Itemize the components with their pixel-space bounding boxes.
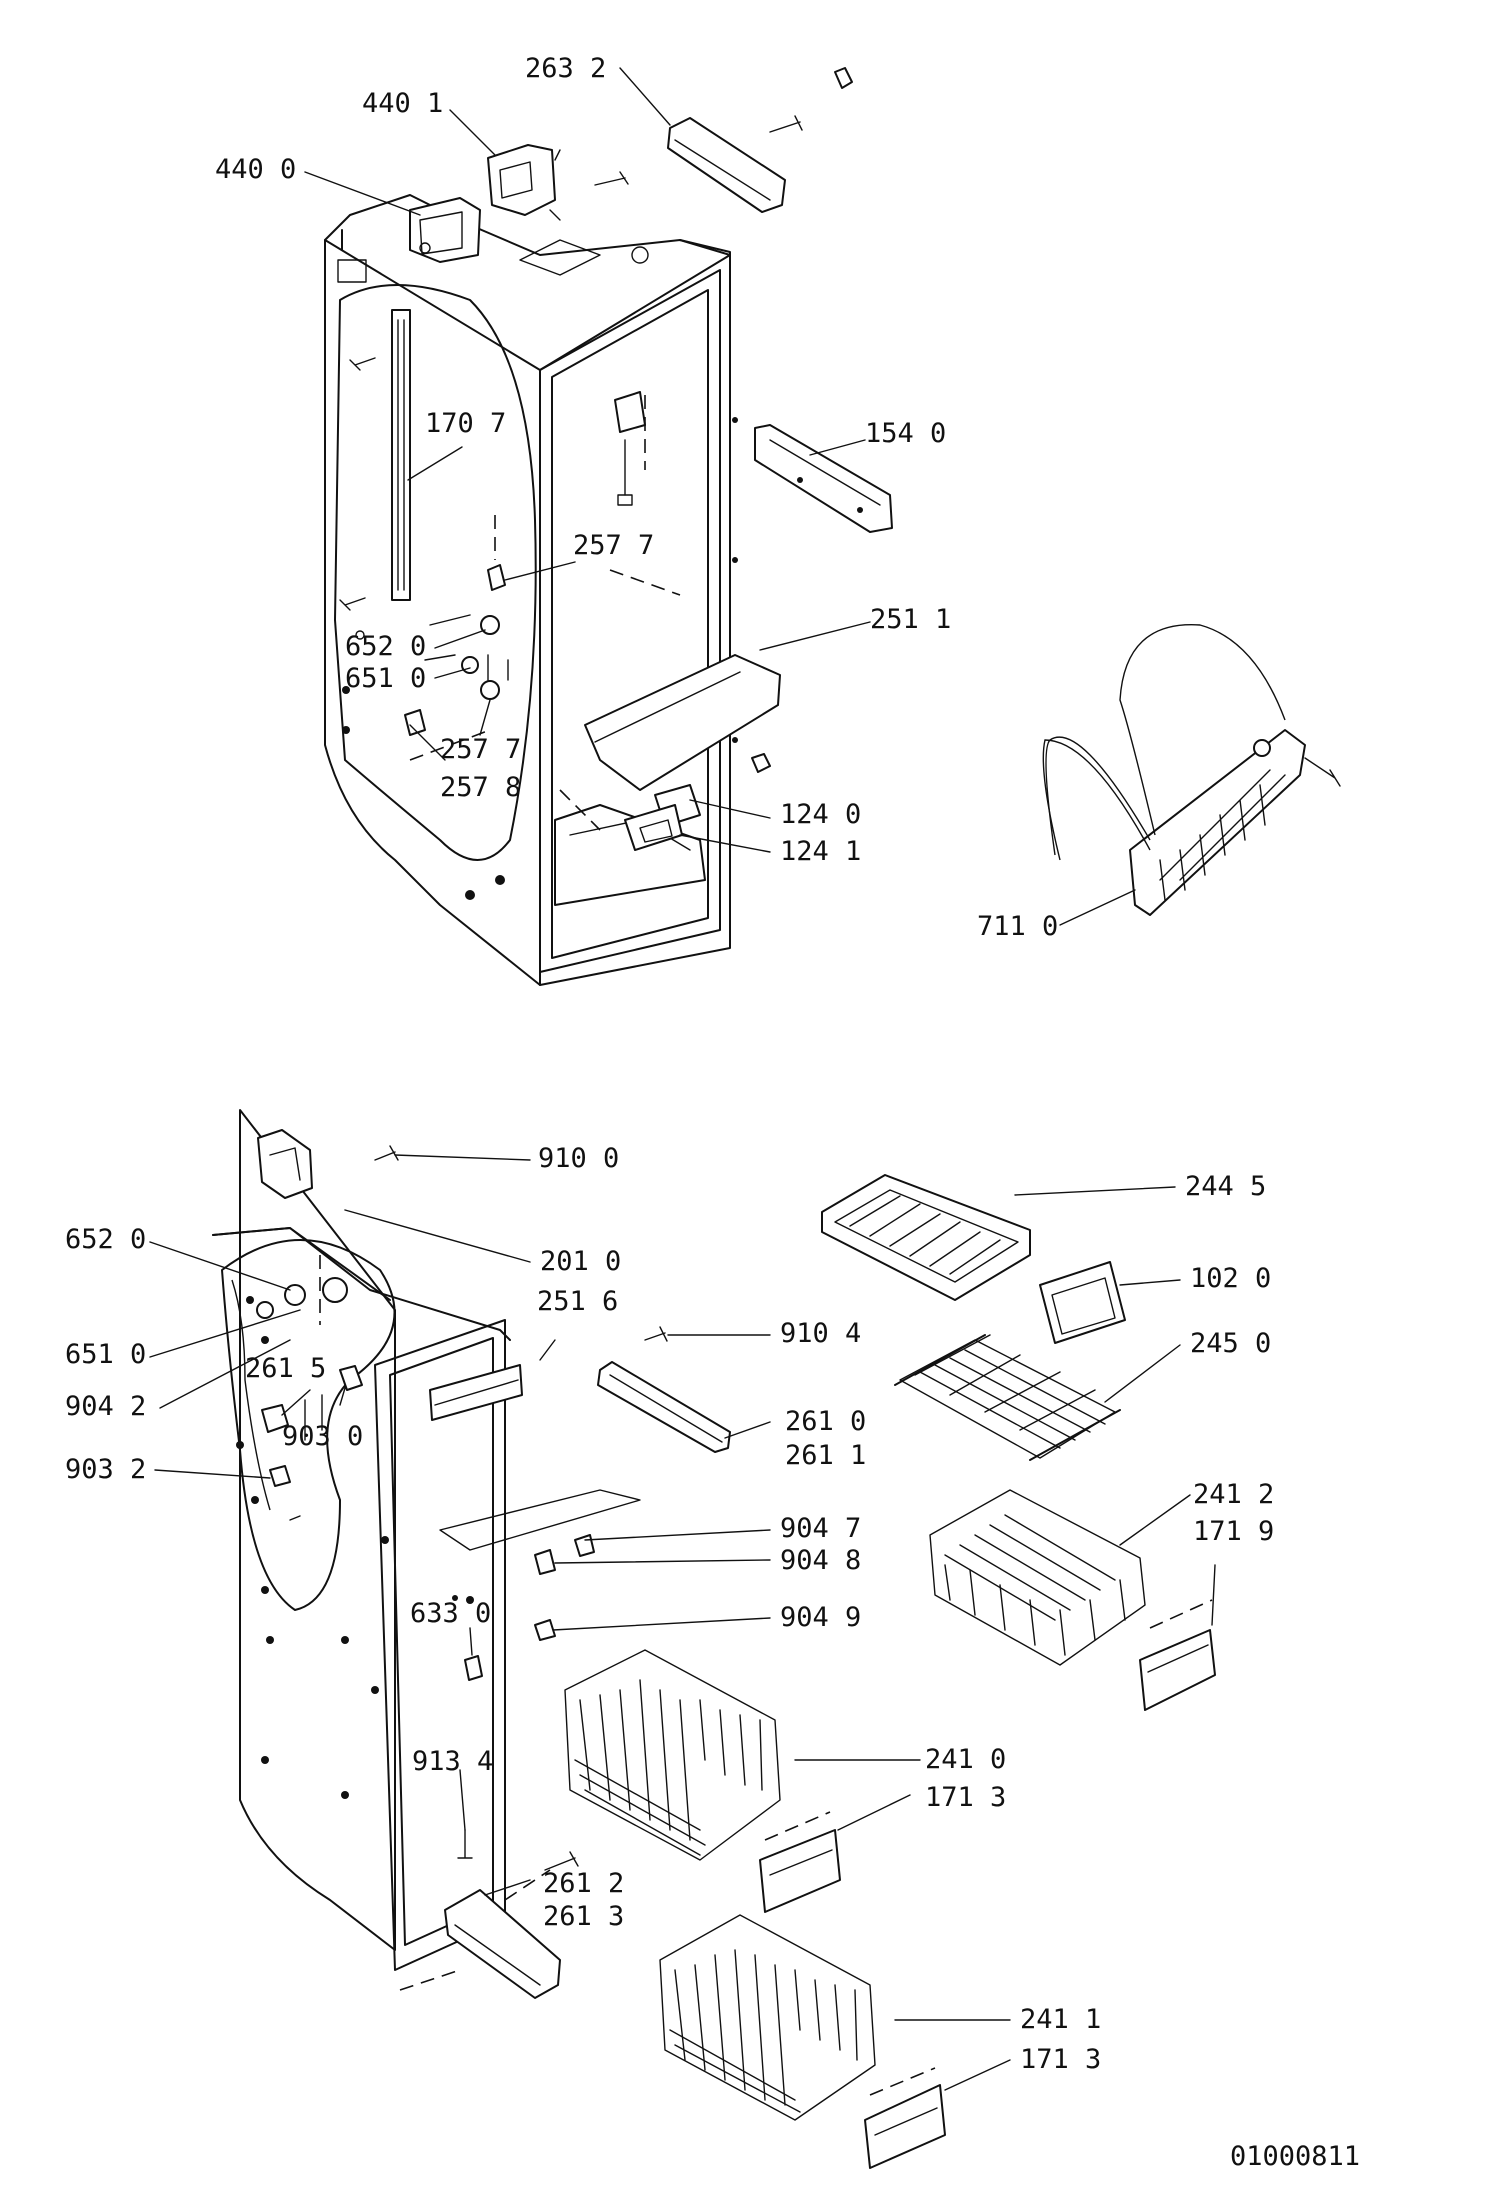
callout-102-0: 102 0	[1190, 1263, 1271, 1294]
screw-440	[594, 171, 629, 186]
callout-244-5: 244 5	[1185, 1171, 1266, 1202]
callout-201-0: 201 0	[540, 1246, 621, 1277]
part-171-9-front	[1139, 1599, 1216, 1711]
callout-245-0: 245 0	[1190, 1328, 1271, 1359]
callout-241-0: 241 0	[925, 1744, 1006, 1775]
callout-652-0-a: 652 0	[345, 631, 426, 662]
callout-labels: 263 2 440 1 440 0 170 7 154 0 257 7 251 …	[65, 53, 1360, 2172]
callout-154-0: 154 0	[865, 418, 946, 449]
part-171-3-front-a	[759, 1811, 841, 1913]
upper-cabinet-drawing	[324, 194, 738, 986]
callout-904-9: 904 9	[780, 1602, 861, 1633]
part-241-1-basket	[659, 1914, 876, 2121]
part-154-0-bracket	[754, 424, 893, 533]
part-124-plates	[624, 784, 701, 851]
part-244-5-glass-shelf	[821, 1174, 1031, 1301]
part-711-0-condenser	[1042, 624, 1341, 916]
part-171-3-front-b	[864, 2067, 946, 2169]
nut-124	[751, 753, 771, 773]
part-261-0-rail	[597, 1326, 731, 1453]
callout-171-3-a: 171 3	[925, 1782, 1006, 1813]
callout-440-1: 440 1	[362, 88, 443, 119]
part-245-0-wire-shelf	[894, 1334, 1121, 1461]
callout-124-1: 124 1	[780, 836, 861, 867]
part-241-2-basket	[929, 1489, 1146, 1666]
callout-711-0: 711 0	[977, 911, 1058, 942]
screw-910-0	[374, 1145, 399, 1161]
part-261-2-rail	[444, 1851, 579, 1999]
callout-261-5: 261 5	[245, 1353, 326, 1384]
callout-904-8: 904 8	[780, 1545, 861, 1576]
part-263-2-hinge-strip	[667, 115, 803, 213]
callout-261-1: 261 1	[785, 1440, 866, 1471]
callout-241-1: 241 1	[1020, 2004, 1101, 2035]
part-440-1-bracket	[487, 144, 561, 221]
nut-263	[834, 67, 853, 89]
callout-257-7-b: 257 7	[440, 734, 521, 765]
part-241-0-basket	[564, 1649, 781, 1861]
callout-651-0-a: 651 0	[345, 663, 426, 694]
callout-440-0: 440 0	[215, 154, 296, 185]
callout-633-0: 633 0	[410, 1598, 491, 1629]
callout-263-2: 263 2	[525, 53, 606, 84]
callout-910-4: 910 4	[780, 1318, 861, 1349]
part-440-0-bracket	[409, 197, 481, 263]
callout-651-0-b: 651 0	[65, 1339, 146, 1370]
callout-652-0-b: 652 0	[65, 1224, 146, 1255]
lower-cabinet-drawing	[212, 1109, 523, 1991]
callout-904-2: 904 2	[65, 1391, 146, 1422]
callout-261-2: 261 2	[543, 1868, 624, 1899]
drawing-number: 01000811	[1230, 2141, 1360, 2172]
callout-171-3-b: 171 3	[1020, 2044, 1101, 2075]
callout-241-2: 241 2	[1193, 1479, 1274, 1510]
callout-170-7: 170 7	[425, 408, 506, 439]
parts-904-cluster	[439, 1489, 641, 1641]
leader-lines	[149, 67, 1216, 2091]
callout-261-3: 261 3	[543, 1901, 624, 1932]
callout-904-7: 904 7	[780, 1513, 861, 1544]
callout-261-0: 261 0	[785, 1406, 866, 1437]
callout-903-2: 903 2	[65, 1454, 146, 1485]
callout-913-4: 913 4	[412, 1746, 493, 1777]
part-251-1-deflector	[584, 654, 781, 791]
callout-257-8: 257 8	[440, 772, 521, 803]
callout-171-9: 171 9	[1193, 1516, 1274, 1547]
part-102-0-frame	[1039, 1261, 1126, 1344]
callout-124-0: 124 0	[780, 799, 861, 830]
callout-257-7-a: 257 7	[573, 530, 654, 561]
callout-910-0: 910 0	[538, 1143, 619, 1174]
callout-251-6: 251 6	[537, 1286, 618, 1317]
callout-903-0: 903 0	[282, 1421, 363, 1452]
callout-251-1: 251 1	[870, 604, 951, 635]
